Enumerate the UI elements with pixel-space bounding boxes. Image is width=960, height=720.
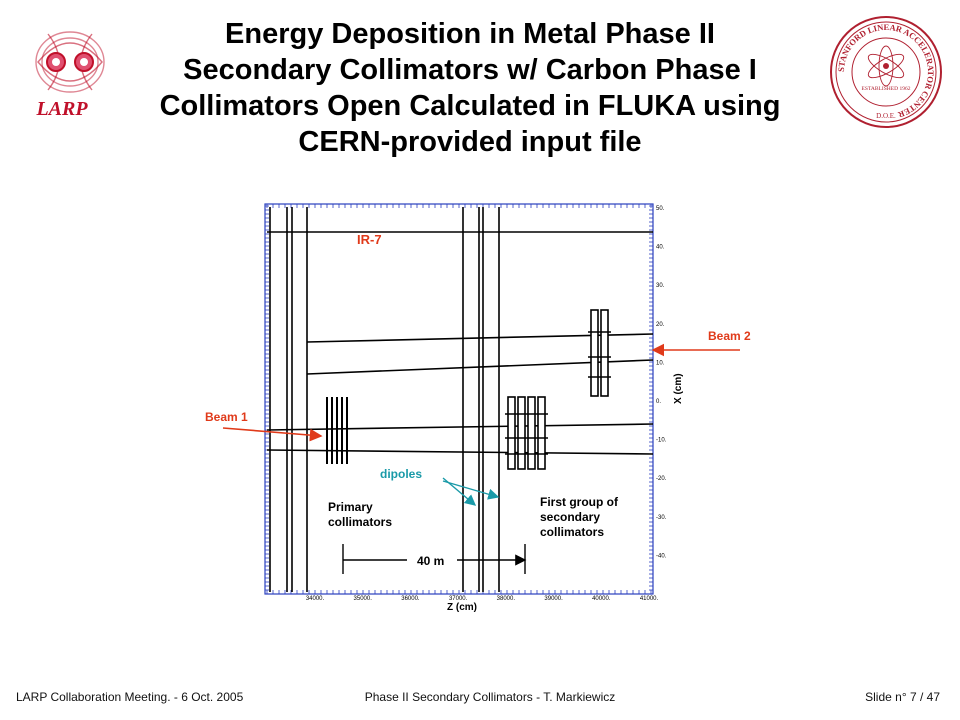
y-tick-label: -20. xyxy=(656,476,667,482)
y-tick-label: -30. xyxy=(656,515,667,521)
y-tick-label: -10. xyxy=(656,438,667,444)
x-tick-labels: 34000. 35000. 36000. 37000. 38000. 39000. 4000… xyxy=(306,596,659,602)
y-tick-label: 50. xyxy=(656,206,665,212)
x-tick-label: 34000. xyxy=(306,596,325,602)
y-tick-label: -40. xyxy=(656,553,667,559)
y-tick-label: 10. xyxy=(656,360,665,366)
dipoles-label: dipoles xyxy=(380,467,422,481)
secondary-label-line1: First group of xyxy=(540,495,619,509)
x-tick-label: 40000. xyxy=(592,596,611,602)
region-label: IR-7 xyxy=(357,232,382,247)
beam1-arrow xyxy=(222,427,323,442)
y-tick-label: 40. xyxy=(656,245,665,251)
primary-label-line1: Primary xyxy=(328,500,373,514)
dipoles-arrow-2 xyxy=(442,480,500,500)
x-tick-label: 36000. xyxy=(401,596,420,602)
secondary-label-line3: collimators xyxy=(540,525,604,539)
y-tick-label: 30. xyxy=(656,283,665,289)
footer-slide-number: Slide n° 7 / 47 xyxy=(865,690,940,704)
secondary-label-line2: secondary xyxy=(540,510,600,524)
axis-ticks xyxy=(265,204,653,594)
primary-label-line2: collimators xyxy=(328,515,392,529)
larp-logo-text: LARP xyxy=(36,98,88,120)
slac-established: ESTABLISHED 1962 xyxy=(862,86,911,92)
footer-talk-title: Phase II Secondary Collimators - T. Mark… xyxy=(364,690,616,704)
x-tick-label: 35000. xyxy=(354,596,373,602)
x-tick-label: 39000. xyxy=(544,596,563,602)
beam1-label: Beam 1 xyxy=(205,410,248,424)
y-tick-labels: 50. 40. 30. 20. 10. 0. -10. -20. -30. -40. xyxy=(656,206,667,559)
secondary-collimators xyxy=(505,396,548,470)
slac-doe: D.O.E. xyxy=(876,112,896,120)
x-tick-label: 38000. xyxy=(497,596,516,602)
footer-meeting: LARP Collaboration Meeting. - 6 Oct. 200… xyxy=(16,690,244,704)
y-tick-label: 0. xyxy=(656,399,661,405)
x-tick-label: 41000. xyxy=(640,596,659,602)
beam2-label: Beam 2 xyxy=(708,329,751,343)
slac-seal: STANFORD LINEAR ACCELERATOR CENTER ESTAB… xyxy=(830,16,942,128)
slide-title: Energy Deposition in Metal Phase II Seco… xyxy=(159,18,781,158)
structure-lines xyxy=(269,207,500,592)
plot-frame xyxy=(264,203,654,595)
beam2-collimators xyxy=(588,309,611,397)
primary-collimators xyxy=(326,397,348,464)
x-tick-label: 37000. xyxy=(449,596,468,602)
larp-logo xyxy=(35,31,105,93)
y-tick-label: 20. xyxy=(656,322,665,328)
beamline-diagram: IR-7 Beam 1 Beam 2 dipoles Primary colli… xyxy=(205,203,751,612)
y-axis-label: X (cm) xyxy=(673,373,684,404)
x-axis-label: Z (cm) xyxy=(447,602,477,612)
distance-label: 40 m xyxy=(417,554,444,568)
